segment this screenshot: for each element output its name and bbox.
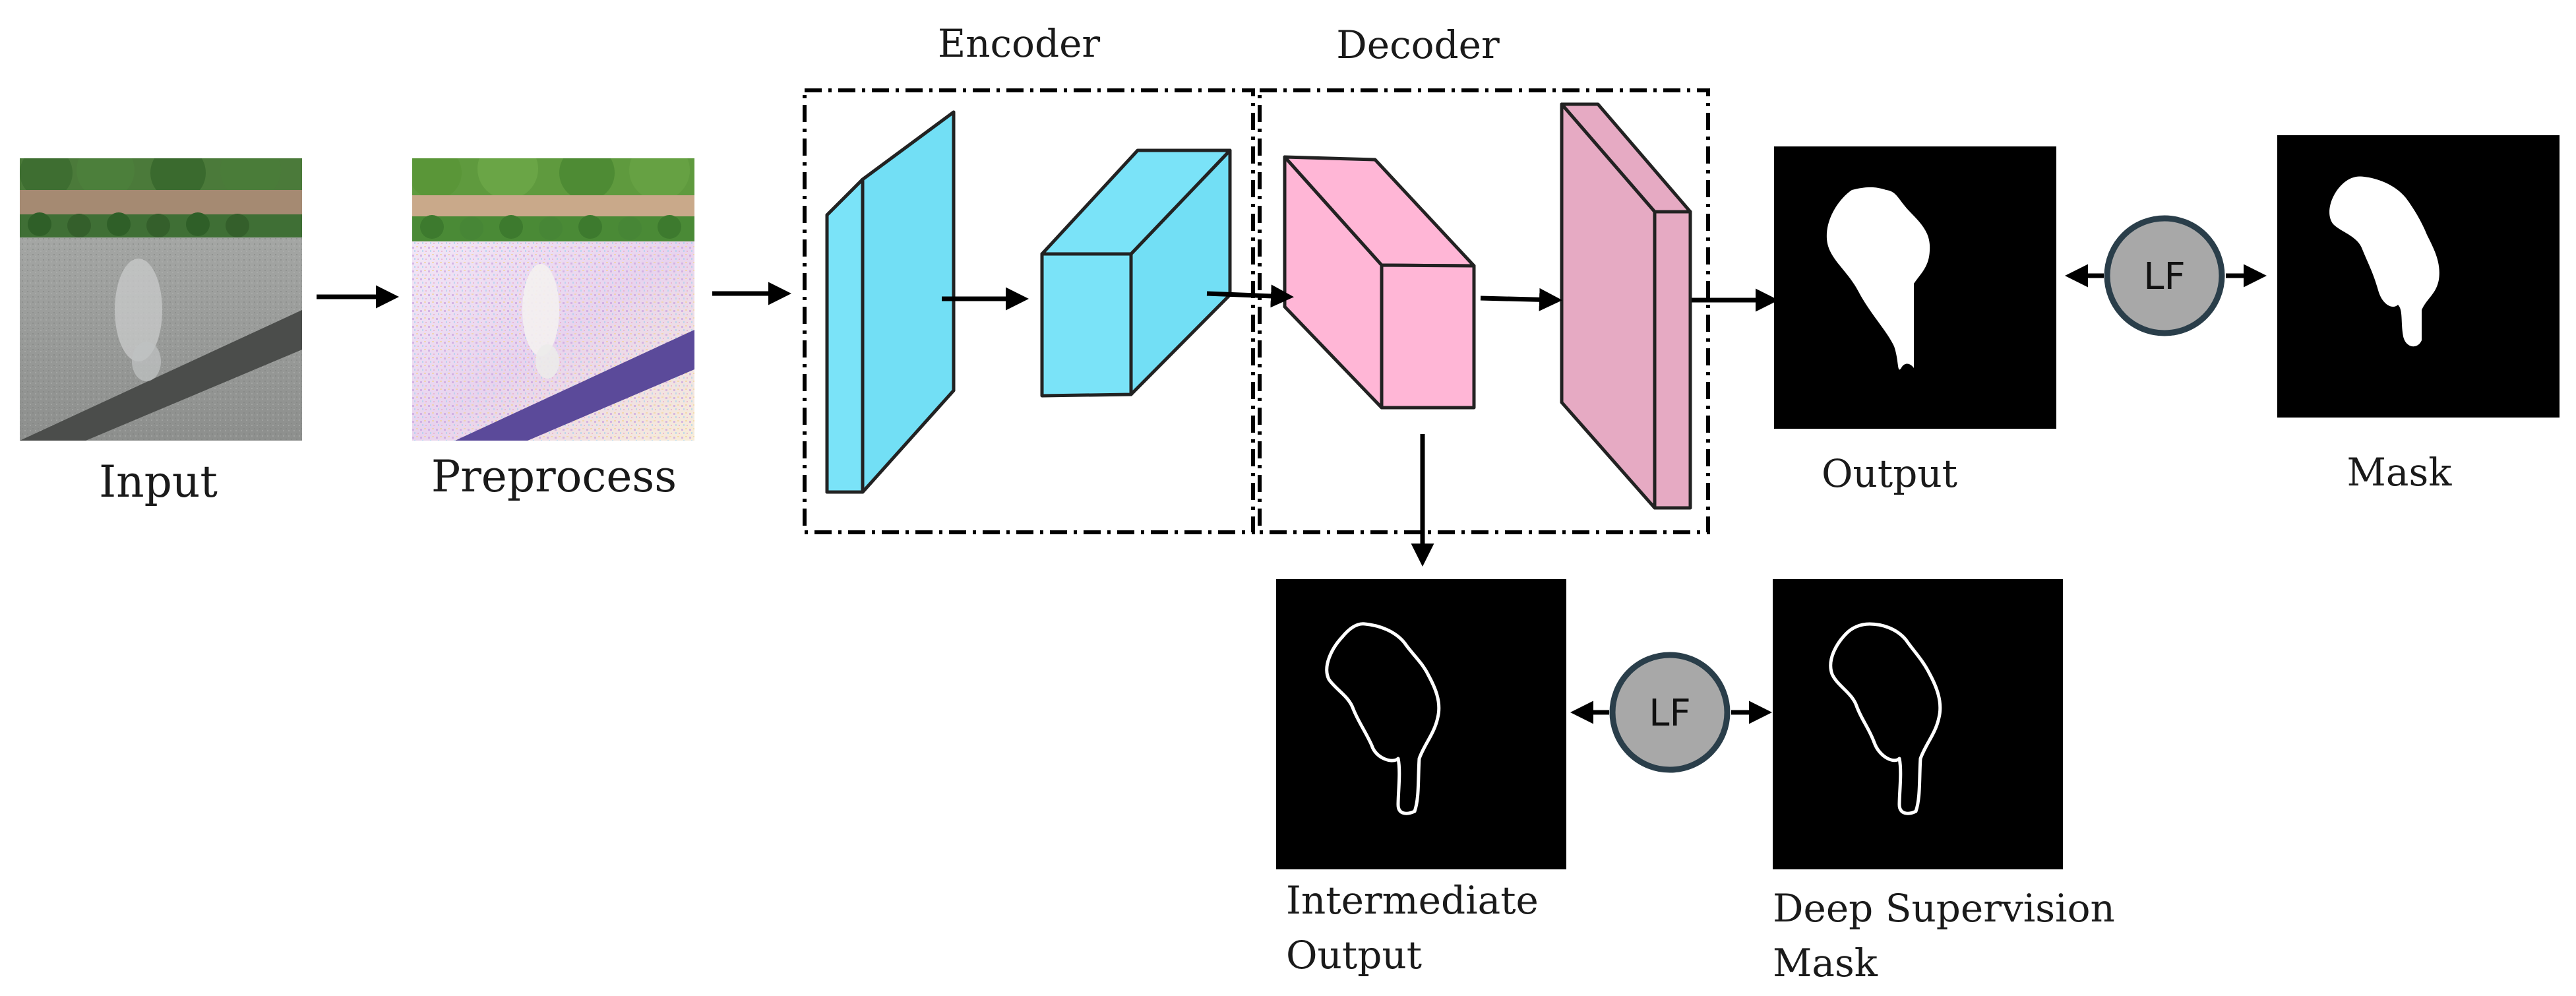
loss-node-top-label: LF (2143, 255, 2185, 298)
loss-node-bottom: LF (1609, 652, 1731, 773)
output-label: Output (1822, 451, 1957, 496)
ground-truth-mask-image (2277, 135, 2560, 418)
encoder-box (803, 88, 1255, 534)
encoder-block-2 (1040, 148, 1232, 398)
intermediate-output-label-line1: Intermediate (1286, 878, 1539, 923)
loss-node-bottom-label: LF (1649, 692, 1690, 735)
deep-supervision-label-line2: Mask (1773, 941, 1878, 985)
decoder-box (1258, 88, 1710, 534)
decoder-block-1 (1283, 155, 1476, 410)
encoder-block-1 (825, 110, 956, 494)
deep-supervision-label-line1: Deep Supervision (1773, 886, 2115, 931)
preprocess-image (412, 158, 694, 441)
intermediate-output-image (1276, 579, 1566, 869)
mask-label: Mask (2347, 450, 2453, 495)
decoder-block-2 (1560, 102, 1692, 510)
input-image (20, 158, 302, 441)
loss-node-top: LF (2104, 215, 2225, 336)
output-mask-image (1774, 146, 2056, 429)
preprocess-label: Preprocess (431, 451, 677, 502)
arrow-dec1-to-dec2 (1480, 288, 1562, 311)
intermediate-output-label-line2: Output (1286, 933, 1422, 978)
encoder-label: Encoder (938, 21, 1101, 66)
arrow-encoder-to-decoder (1206, 284, 1294, 308)
input-label: Input (99, 456, 218, 507)
deep-supervision-mask-image (1773, 579, 2063, 869)
decoder-label: Decoder (1336, 22, 1500, 67)
